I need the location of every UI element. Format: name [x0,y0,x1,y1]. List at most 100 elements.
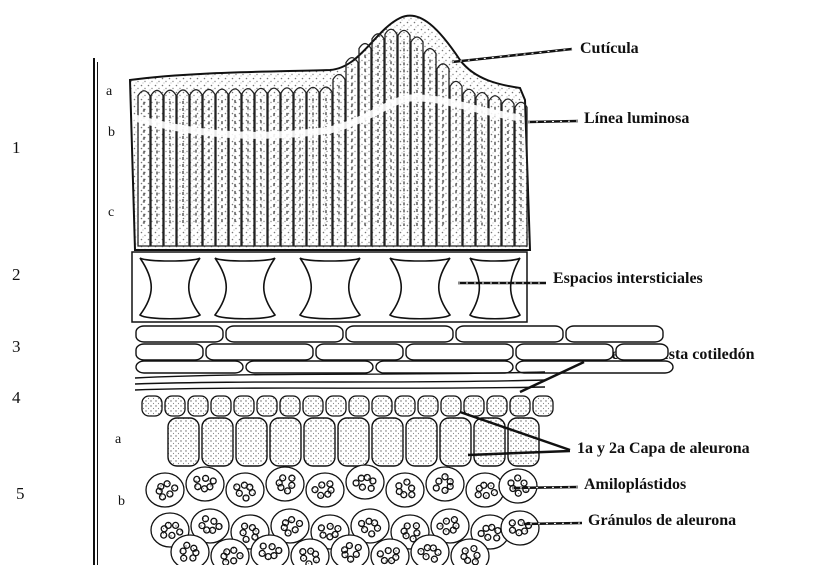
amyloplast [172,485,178,491]
amyloplast [335,526,341,532]
cotyledon-cell [346,465,384,499]
amyloplast [177,529,183,535]
cotyledon-cells [146,465,539,565]
amyloplast [156,488,162,494]
amyloplast [364,475,370,481]
amyloplast [216,524,222,530]
amyloplast [396,483,402,489]
aleurone-row-1 [142,396,553,416]
aleurone-cell-small [211,396,231,416]
amyloplast [161,526,167,532]
amyloplast [442,487,448,493]
cotyledon-cell [466,473,504,507]
amyloplast [346,543,352,549]
amyloplast [240,530,246,536]
amyloplast [359,484,365,490]
amyloplast [370,478,376,484]
amyloplast [167,491,173,497]
amyloplast [472,559,478,565]
amyloplast [442,474,448,480]
amyloplast [161,532,167,538]
cotyledon-cell [146,473,184,507]
amyloplast [203,516,209,522]
amyloplast [173,522,179,528]
amyloplast [249,525,255,531]
aleurone-cell-small [188,396,208,416]
cotyledon-cell [499,469,537,503]
amyloplast [327,481,333,487]
amyloplast [495,528,501,534]
amyloplast [508,480,514,486]
amyloplast [515,475,521,481]
compressed-cell [616,344,668,360]
compressed-cell [136,344,203,360]
amyloplast [435,549,441,555]
amyloplast [522,528,528,534]
amyloplast [404,479,410,485]
amyloplast [451,517,457,523]
amyloplast [359,521,365,527]
aleurone-cell-small [441,396,461,416]
compressed-cell [316,344,403,360]
compressed-cell [206,344,313,360]
compressed-cell [406,344,513,360]
cotyledon-cell [171,535,209,565]
palisade-cells [138,29,527,246]
amyloplast [515,490,521,496]
amyloplast [437,523,443,529]
amyloplast [259,550,265,556]
aleurone-cell-small [395,396,415,416]
amyloplast [236,490,242,496]
amyloplast [443,529,449,535]
amyloplast [210,478,216,484]
amyloplast [494,535,500,541]
amyloplast [478,531,484,537]
amyloplast [237,553,243,559]
amyloplast [181,555,187,561]
amyloplast [243,536,249,542]
aleurone-cell-small [165,396,185,416]
aleurone-cell-small [326,396,346,416]
amyloplast [414,530,420,536]
cotyledon-cell [251,535,289,565]
amyloplast [409,485,415,491]
amyloplast [223,559,229,565]
aleurone-cell-large [508,418,539,466]
amyloplast [276,548,282,554]
aleurone-cell-small [372,396,392,416]
aleurone-cell-small [464,396,484,416]
compressed-cell [136,326,223,342]
amyloplast [447,479,453,485]
aleurone-row-2 [168,418,539,466]
amyloplast [269,544,275,550]
aleurone-cell-small [510,396,530,416]
amyloplast [320,532,326,538]
amyloplast [271,553,277,559]
aleurone-cell-large [372,418,403,466]
amyloplast [195,484,201,490]
amyloplast [190,555,196,561]
amyloplast [424,545,430,551]
amyloplast [278,485,284,491]
amyloplast [423,554,429,560]
amyloplast [191,545,197,551]
amyloplast [285,488,291,494]
amyloplast [404,523,410,529]
aleurone-cell-large [304,418,335,466]
amyloplast [285,530,291,536]
amyloplast [491,490,497,496]
amyloplast [348,556,354,562]
amyloplast [358,475,364,481]
amyloplast [418,549,424,555]
amyloplast [300,549,306,555]
amyloplast [431,556,437,562]
amyloplast [289,517,295,523]
aleurone-cell-large [202,418,233,466]
amyloplast [433,485,439,491]
amyloplast [292,527,298,533]
aleurone-cell-large [406,418,437,466]
amyloplast [362,527,368,533]
amyloplast [221,553,227,559]
aleurone-cell-small [533,396,553,416]
cotyledon-cell [186,467,224,501]
